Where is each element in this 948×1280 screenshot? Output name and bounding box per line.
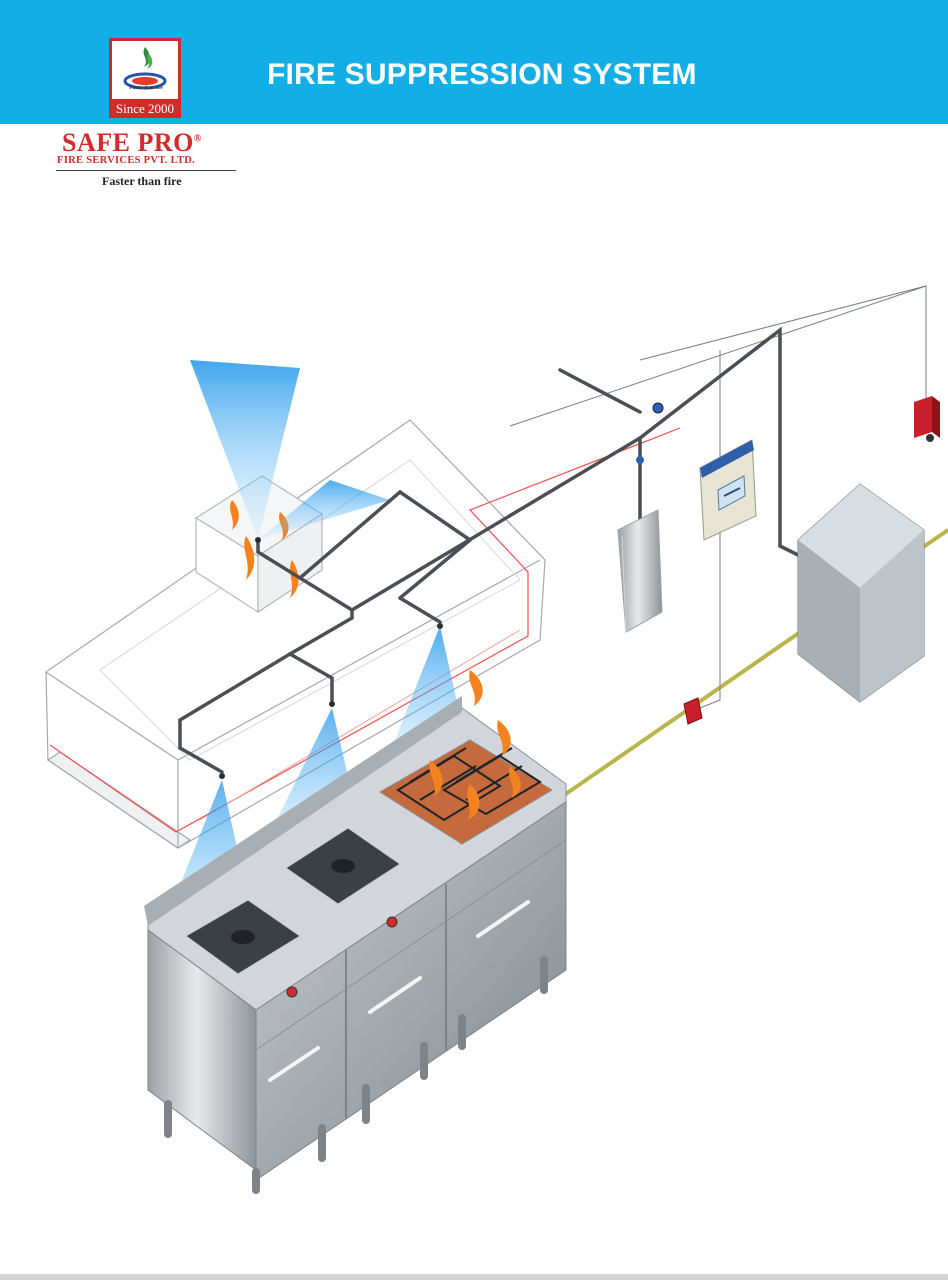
agent-cylinder-icon [617,509,663,633]
brand-tagline: Faster than fire [102,174,182,188]
page-title: FIRE SUPPRESSION SYSTEM [267,58,697,91]
brand-subtitle: FIRE SERVICES PVT. LTD. [57,155,196,166]
fryer-icon [379,739,553,845]
cabinet-icon [797,483,925,703]
gas-shutoff-valve-icon [652,402,664,414]
gas-solenoid-valve-icon [683,697,703,725]
cooking-appliance-line [144,670,567,1194]
exhaust-hood [45,419,546,849]
manual-pull-station-icon [914,396,940,442]
flame-logo-icon [123,47,167,90]
burner-icon [185,827,401,975]
badge-since-label: Since 2000 [110,99,180,118]
brand-divider [56,170,236,171]
discharge-nozzle-icon [219,537,443,779]
agent-distribution-piping [178,326,802,774]
heat-detection-cable [49,427,681,833]
fryer-flames-icon [429,670,521,820]
badge-tagline: Faster than fire [129,86,163,91]
plenum-flames-icon [230,500,299,598]
footer-divider [0,1274,948,1280]
kitchen-suppression-diagram [45,285,948,1194]
brand-name: SAFE PRO® [62,128,202,157]
control-panel-icon [699,439,757,541]
